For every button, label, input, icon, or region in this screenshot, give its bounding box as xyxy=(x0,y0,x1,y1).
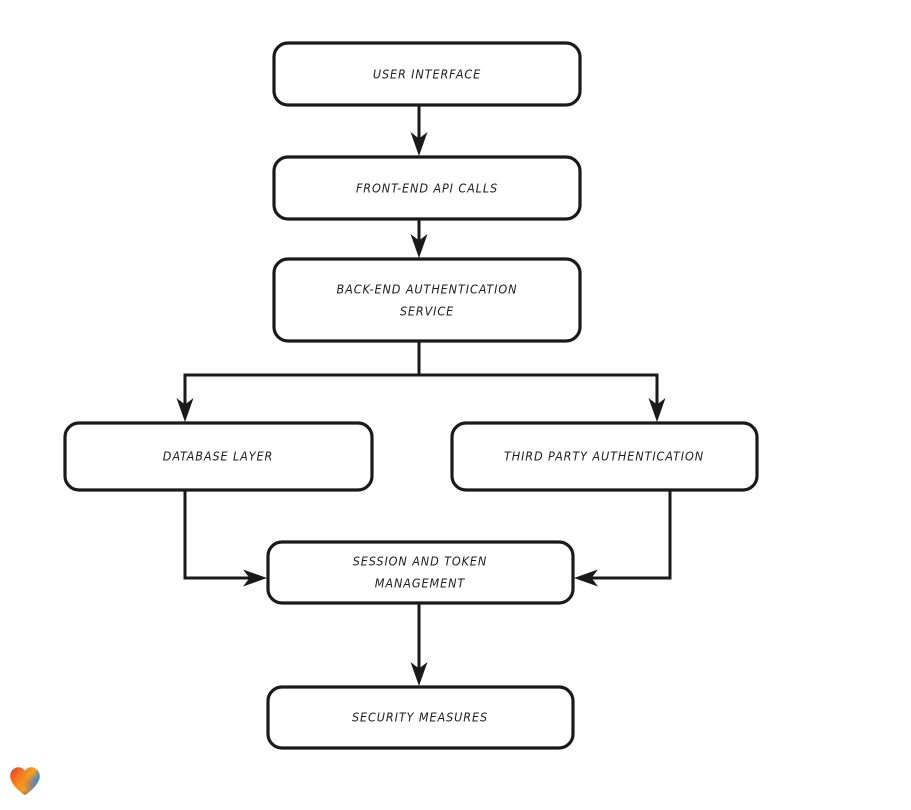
heart-icon xyxy=(10,767,40,796)
node-third-party-authentication[interactable]: THIRD PARTY AUTHENTICATION xyxy=(450,421,759,492)
node-session-and-token-management[interactable]: SESSION AND TOKEN MANAGEMENT xyxy=(266,540,575,605)
node-session-and-token-management-label-line1: SESSION AND TOKEN xyxy=(353,554,487,569)
node-session-and-token-management-shape xyxy=(266,540,575,605)
node-back-end-authentication-service-label-line1: BACK-END AUTHENTICATION xyxy=(337,282,518,297)
node-user-interface[interactable]: USER INTERFACE xyxy=(272,41,582,107)
node-front-end-api-calls-label: FRONT-END API CALLS xyxy=(356,181,498,196)
edge-api-to-backend xyxy=(410,217,428,258)
node-back-end-authentication-service-label-line2: SERVICE xyxy=(400,304,454,319)
node-database-layer-label: DATABASE LAYER xyxy=(163,449,273,464)
node-back-end-authentication-service-shape xyxy=(272,257,582,343)
edge-thirdparty-to-session xyxy=(574,488,672,587)
node-third-party-authentication-label: THIRD PARTY AUTHENTICATION xyxy=(504,449,704,464)
edge-backend-to-thirdparty xyxy=(648,373,666,422)
node-session-and-token-management-label-line2: MANAGEMENT xyxy=(375,576,466,591)
node-front-end-api-calls-shape xyxy=(272,155,582,221)
edge-backend-branch-stem xyxy=(183,339,659,377)
node-back-end-authentication-service[interactable]: BACK-END AUTHENTICATION SERVICE xyxy=(272,257,582,343)
node-security-measures[interactable]: SECURITY MEASURES xyxy=(266,685,575,750)
edges-layer xyxy=(176,103,672,686)
edge-session-to-security xyxy=(410,601,428,686)
node-database-layer-shape xyxy=(63,421,374,492)
node-security-measures-label: SECURITY MEASURES xyxy=(352,710,488,725)
edge-database-to-session xyxy=(183,488,267,587)
edge-backend-to-database xyxy=(176,373,194,422)
node-third-party-authentication-shape xyxy=(450,421,759,492)
edge-ui-to-api xyxy=(410,103,428,156)
node-database-layer[interactable]: DATABASE LAYER xyxy=(63,421,374,492)
node-user-interface-label: USER INTERFACE xyxy=(373,67,481,82)
node-front-end-api-calls[interactable]: FRONT-END API CALLS xyxy=(272,155,582,221)
node-security-measures-shape xyxy=(266,685,575,750)
nodes-layer: USER INTERFACE FRONT-END API CALLS BACK-… xyxy=(63,41,759,750)
node-user-interface-shape xyxy=(272,41,582,107)
